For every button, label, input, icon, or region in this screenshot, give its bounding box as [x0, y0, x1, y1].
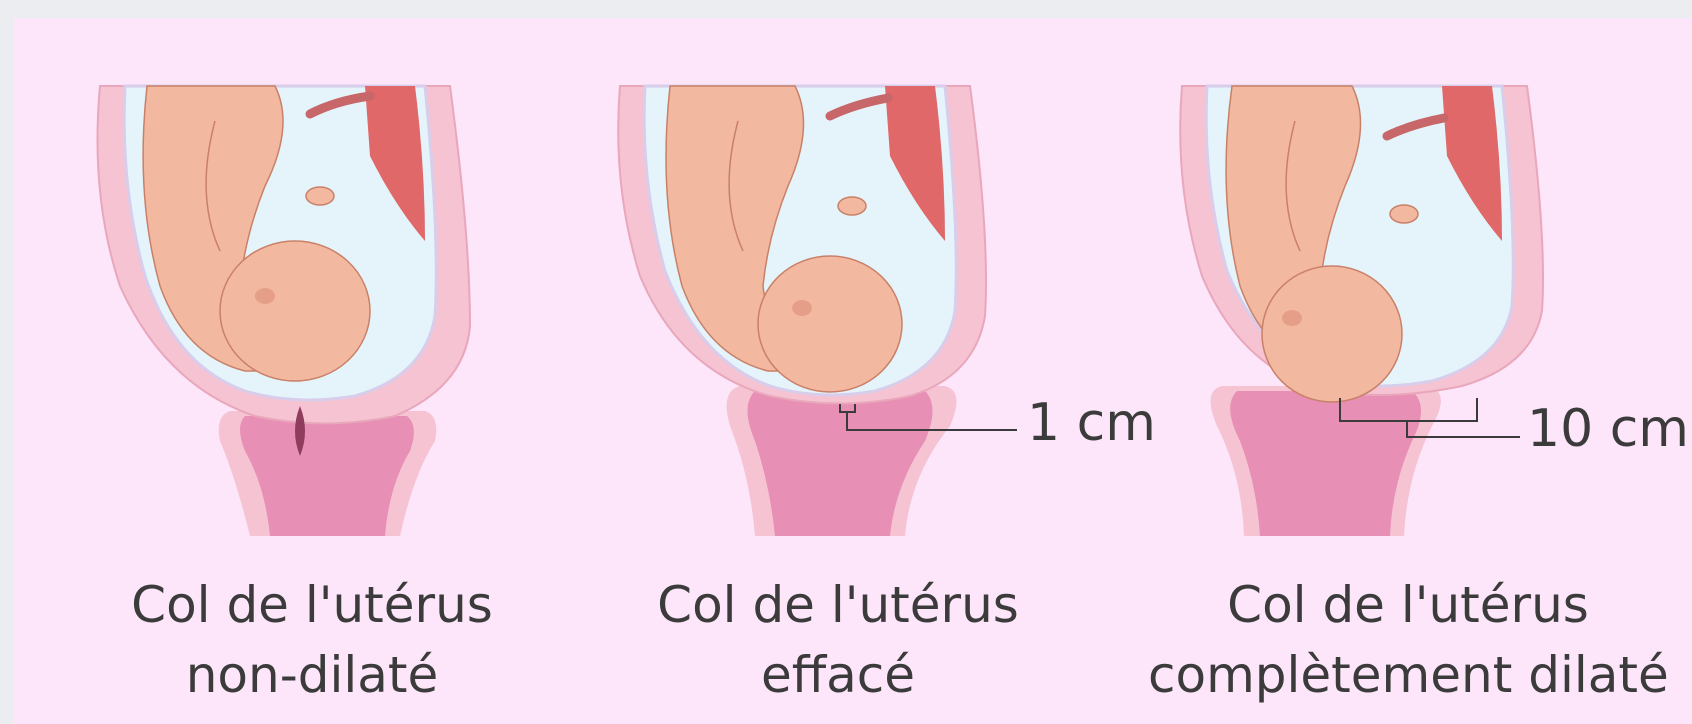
caption-fully-dilated: Col de l'utérus complètement dilaté: [1148, 570, 1668, 710]
fetus-hand: [306, 187, 334, 205]
uterus-effaced-illustration: [620, 86, 1020, 536]
uterus-non-dilated-illustration: [95, 86, 495, 536]
caption-line-1: Col de l'utérus: [578, 570, 1098, 640]
caption-line-2: complètement dilaté: [1148, 640, 1668, 710]
fetus-ear: [792, 300, 812, 316]
stage-effaced: 1 cm: [620, 86, 1020, 536]
caption-line-1: Col de l'utérus: [1148, 570, 1668, 640]
caption-line-2: effacé: [578, 640, 1098, 710]
fetus-hand: [1390, 205, 1418, 223]
caption-line-2: non-dilaté: [52, 640, 572, 710]
fetus-head: [220, 241, 370, 381]
uterus-fully-dilated-illustration: [1182, 86, 1582, 536]
measurement-label: 10 cm: [1527, 399, 1689, 459]
caption-line-1: Col de l'utérus: [52, 570, 572, 640]
fetus-ear: [1282, 310, 1302, 326]
measurement-label: 1 cm: [1027, 393, 1156, 453]
stage-fully-dilated: 10 cm: [1182, 86, 1582, 536]
fetus-hand: [838, 197, 866, 215]
fetus-head: [758, 256, 902, 392]
stage-non-dilated: [95, 86, 495, 536]
caption-effaced: Col de l'utérus effacé: [578, 570, 1098, 710]
fetus-head: [1262, 266, 1402, 402]
fetus-ear: [255, 288, 275, 304]
caption-non-dilated: Col de l'utérus non-dilaté: [52, 570, 572, 710]
